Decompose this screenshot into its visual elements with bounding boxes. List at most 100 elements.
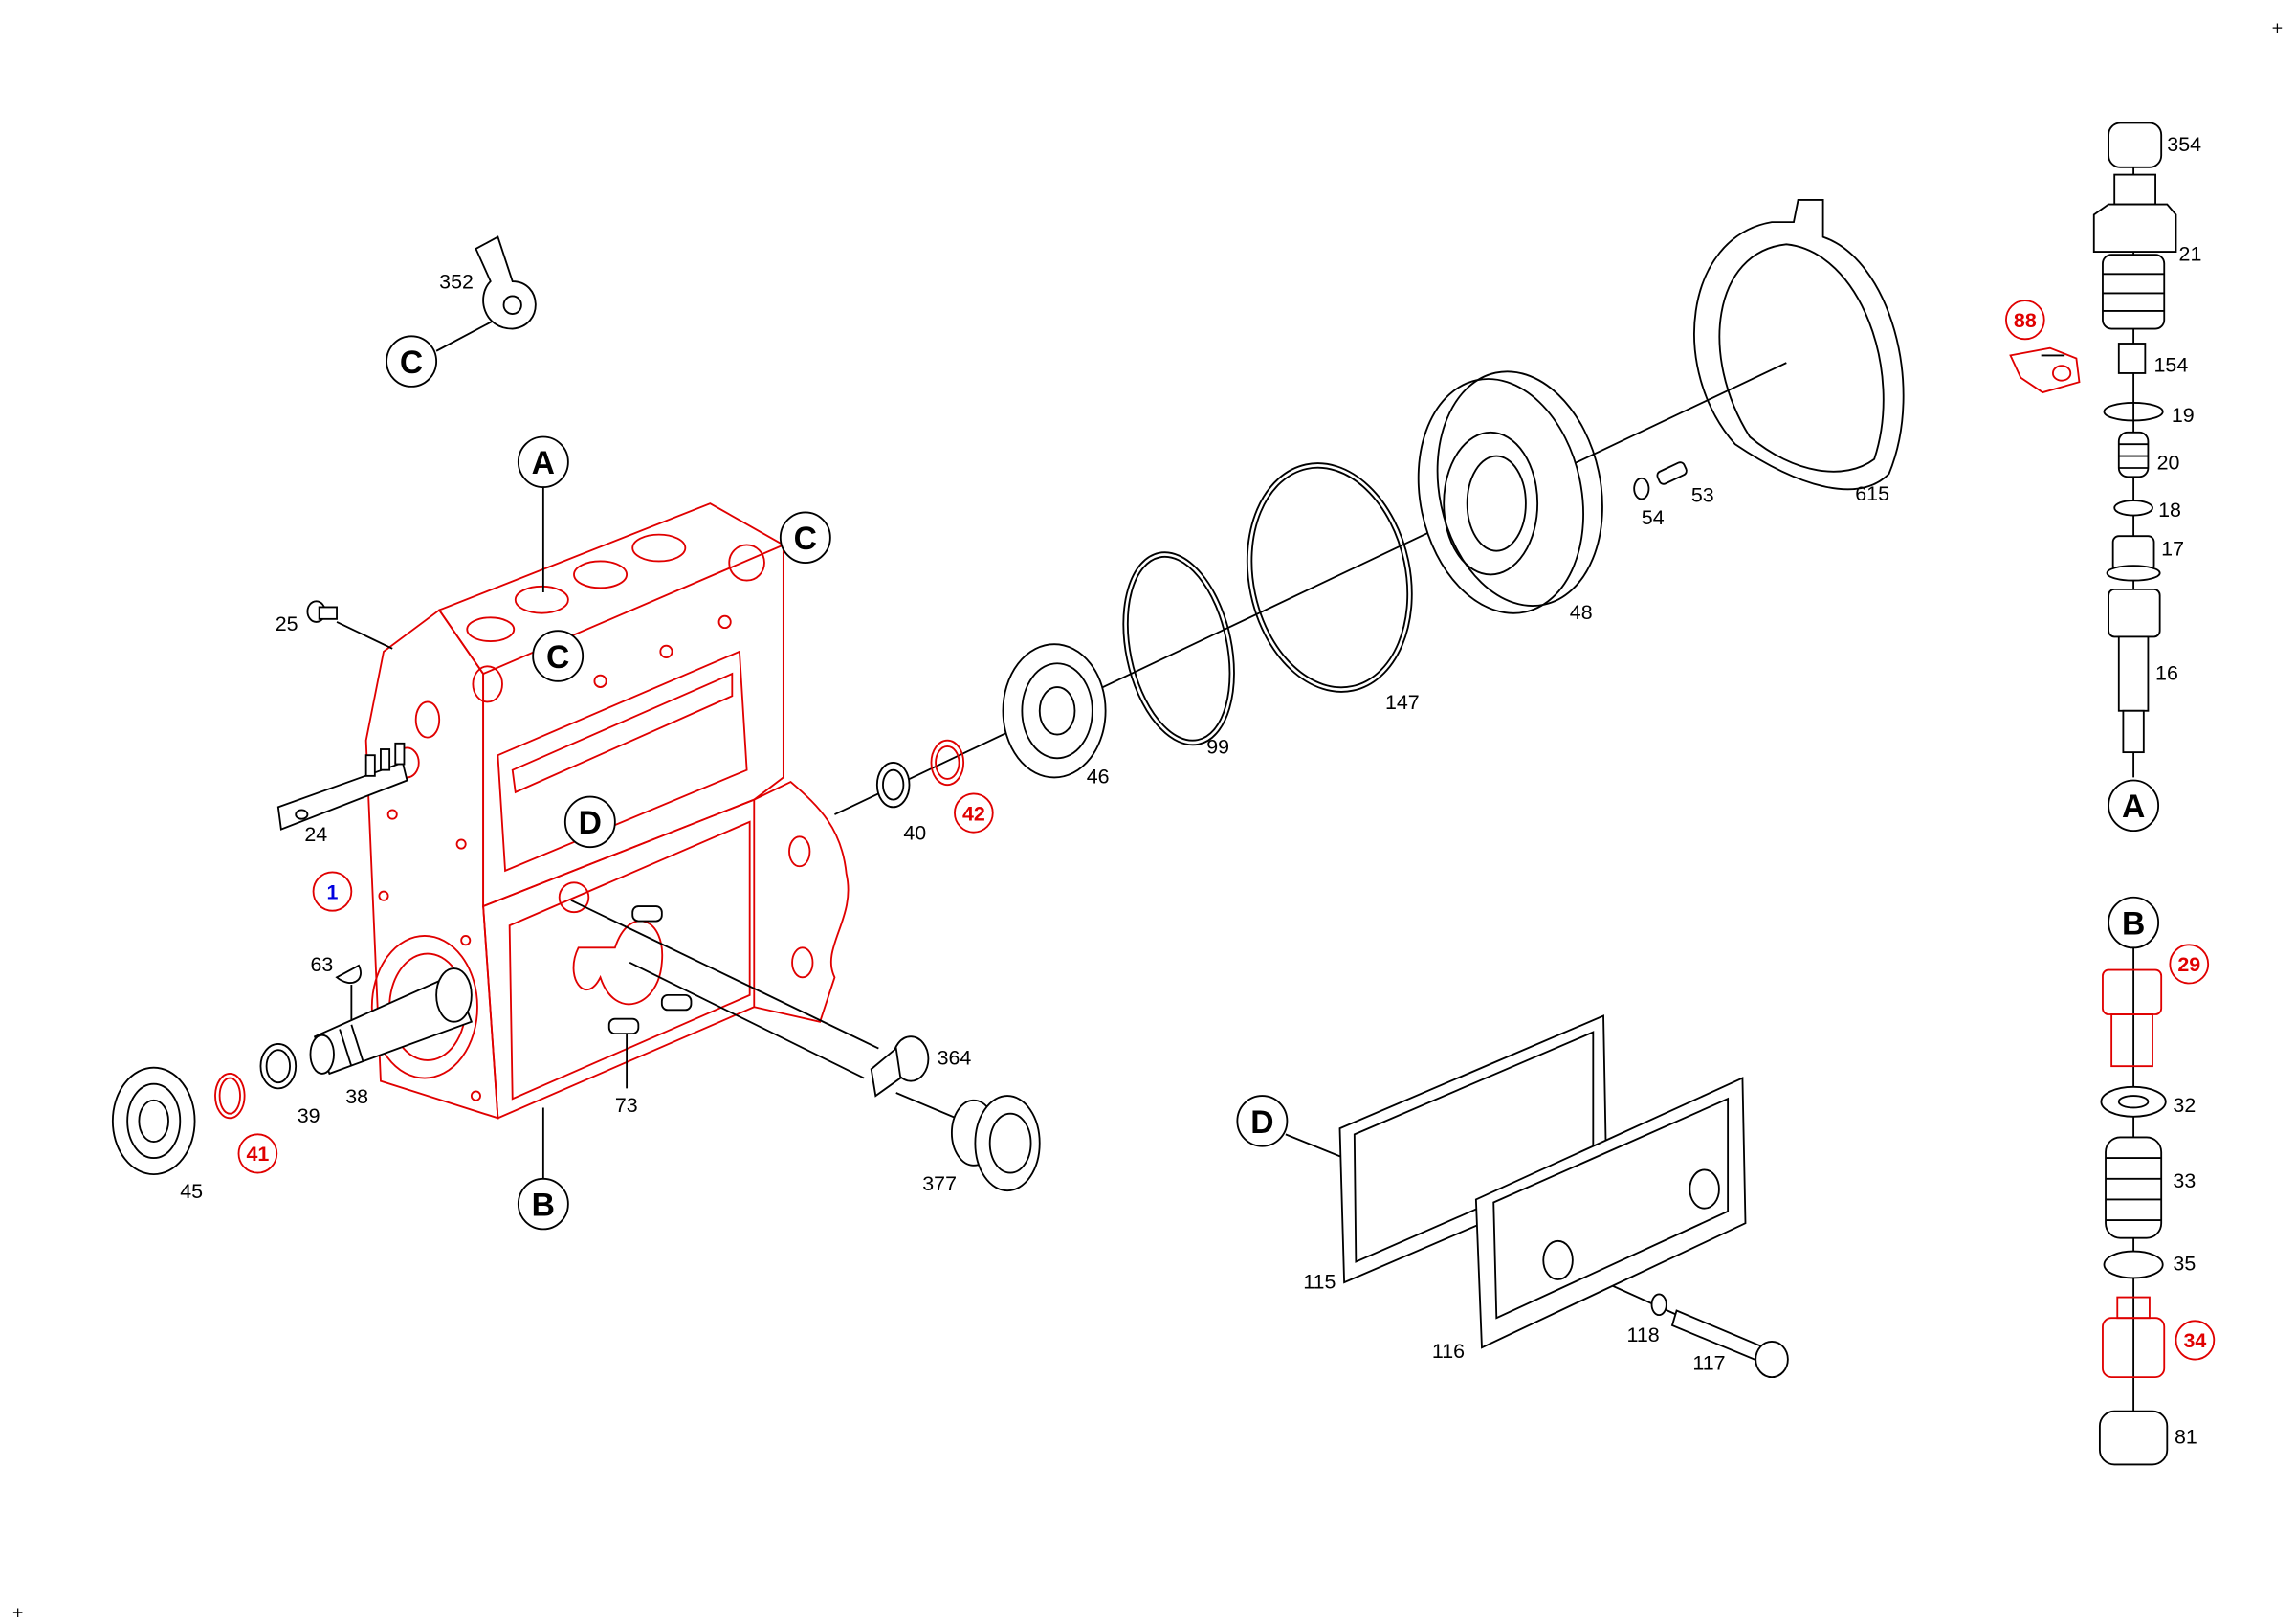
callout-377[interactable]: 377 (922, 1172, 957, 1195)
corner-mark: + (2271, 19, 2284, 36)
part-25-screw[interactable] (306, 600, 338, 623)
reference-d-gasket: D (1236, 1095, 1289, 1147)
leader-lines (336, 147, 2135, 1422)
callout-46[interactable]: 46 (1087, 765, 1110, 788)
callout-20[interactable]: 20 (2157, 451, 2180, 474)
part-154-filler[interactable] (2117, 343, 2147, 374)
part-24-rack[interactable] (276, 742, 408, 831)
callout-16[interactable]: 16 (2155, 661, 2178, 684)
callout-118[interactable]: 118 (1627, 1323, 1660, 1346)
part-48-flange[interactable] (1398, 356, 1623, 629)
callout-63[interactable]: 63 (310, 953, 333, 976)
part-17-delivery-valve[interactable] (2106, 535, 2161, 582)
reference-b-bottom: B (517, 1177, 569, 1231)
callout-41[interactable]: 41 (237, 1133, 278, 1174)
callout-88[interactable]: 88 (2005, 300, 2045, 341)
callout-154[interactable]: 154 (2154, 353, 2189, 376)
callout-45[interactable]: 45 (180, 1180, 203, 1203)
part-39-washer[interactable] (259, 1043, 298, 1090)
callout-53[interactable]: 53 (1691, 483, 1714, 506)
callout-54[interactable]: 54 (1642, 506, 1665, 529)
part-34-tappet[interactable] (2102, 1296, 2166, 1379)
callout-38[interactable]: 38 (345, 1085, 368, 1108)
part-54-washer[interactable] (1633, 477, 1650, 500)
callout-34[interactable]: 34 (2175, 1320, 2216, 1361)
part-147-o-ring[interactable] (1227, 448, 1432, 708)
part-42-seal-ring[interactable] (930, 739, 965, 787)
callout-354[interactable]: 354 (2167, 133, 2201, 156)
callout-352[interactable]: 352 (439, 271, 474, 294)
callout-115[interactable]: 115 (1303, 1270, 1336, 1293)
part-81-roller[interactable] (2098, 1410, 2169, 1466)
reference-a-top: A (517, 435, 569, 489)
part-38-drive-shaft[interactable] (309, 967, 474, 1076)
callout-117[interactable]: 117 (1692, 1351, 1725, 1374)
callout-73[interactable]: 73 (615, 1094, 638, 1117)
callout-19[interactable]: 19 (2172, 404, 2195, 427)
corner-mark: + (11, 1604, 24, 1621)
part-33-spring[interactable] (2105, 1136, 2163, 1239)
part-18-seal[interactable] (2113, 500, 2153, 517)
callout-29[interactable]: 29 (2169, 944, 2210, 985)
part-19-ring[interactable] (2103, 401, 2164, 422)
callout-99[interactable]: 99 (1206, 736, 1229, 759)
part-615-cover[interactable] (1693, 198, 1905, 491)
callout-39[interactable]: 39 (298, 1104, 320, 1127)
svg-text:34: 34 (2183, 1329, 2206, 1352)
part-377-cap[interactable] (950, 1095, 1041, 1192)
part-29-control-sleeve[interactable] (2102, 968, 2163, 1068)
svg-text:42: 42 (962, 802, 985, 825)
part-45-bearing[interactable] (111, 1066, 196, 1176)
svg-text:C: C (794, 521, 817, 557)
callout-116[interactable]: 116 (1432, 1340, 1465, 1363)
callout-18[interactable]: 18 (2158, 499, 2181, 522)
reference-c-mid: C (532, 630, 585, 682)
callout-21[interactable]: 21 (2179, 242, 2202, 265)
callout-24[interactable]: 24 (304, 823, 327, 846)
part-40-washer[interactable] (875, 762, 911, 809)
part-63-key[interactable] (335, 964, 362, 984)
callout-25[interactable]: 25 (276, 612, 298, 635)
part-21-valve-holder[interactable] (2092, 173, 2177, 330)
part-116-cover-plate[interactable] (1474, 1077, 1747, 1349)
part-41-seal-ring[interactable] (214, 1072, 246, 1120)
part-53-screw[interactable] (1656, 461, 1689, 486)
svg-text:C: C (400, 345, 423, 381)
part-73-studs[interactable] (607, 905, 693, 1035)
reference-c-right: C (779, 511, 831, 564)
part-99-o-ring[interactable] (1107, 542, 1250, 755)
callout-147[interactable]: 147 (1385, 691, 1420, 714)
callout-81[interactable]: 81 (2175, 1426, 2197, 1449)
svg-text:B: B (532, 1187, 555, 1223)
svg-text:B: B (2122, 905, 2145, 942)
svg-text:D: D (1250, 1104, 1273, 1141)
reference-a-right: A (2108, 779, 2160, 833)
callout-17[interactable]: 17 (2161, 537, 2184, 560)
callout-35[interactable]: 35 (2173, 1253, 2196, 1276)
part-117-screw[interactable] (1670, 1309, 1789, 1379)
svg-text:29: 29 (2177, 953, 2200, 976)
callout-40[interactable]: 40 (903, 821, 926, 844)
part-32-spring-seat[interactable] (2100, 1085, 2167, 1118)
part-88-clip[interactable] (2009, 346, 2081, 394)
part-20-spring[interactable] (2117, 431, 2150, 478)
reference-d-mid: D (563, 795, 616, 849)
part-364-plate[interactable] (870, 1035, 930, 1098)
reference-c-top: C (386, 335, 438, 388)
part-35-spring-seat[interactable] (2103, 1250, 2164, 1279)
callout-364[interactable]: 364 (938, 1047, 972, 1070)
svg-text:D: D (579, 805, 602, 841)
callout-1[interactable]: 1 (312, 871, 353, 912)
part-16-element[interactable] (2108, 588, 2161, 754)
callout-42[interactable]: 42 (954, 792, 994, 834)
part-352-lever[interactable] (475, 235, 537, 330)
svg-text:A: A (532, 445, 555, 481)
callout-33[interactable]: 33 (2173, 1169, 2196, 1192)
callout-48[interactable]: 48 (1570, 601, 1593, 624)
callout-32[interactable]: 32 (2173, 1094, 2196, 1117)
callout-615[interactable]: 615 (1855, 482, 1889, 505)
part-46-bearing[interactable] (1002, 643, 1107, 779)
part-118-washer[interactable] (1650, 1293, 1667, 1317)
part-354-cap[interactable] (2108, 122, 2163, 168)
